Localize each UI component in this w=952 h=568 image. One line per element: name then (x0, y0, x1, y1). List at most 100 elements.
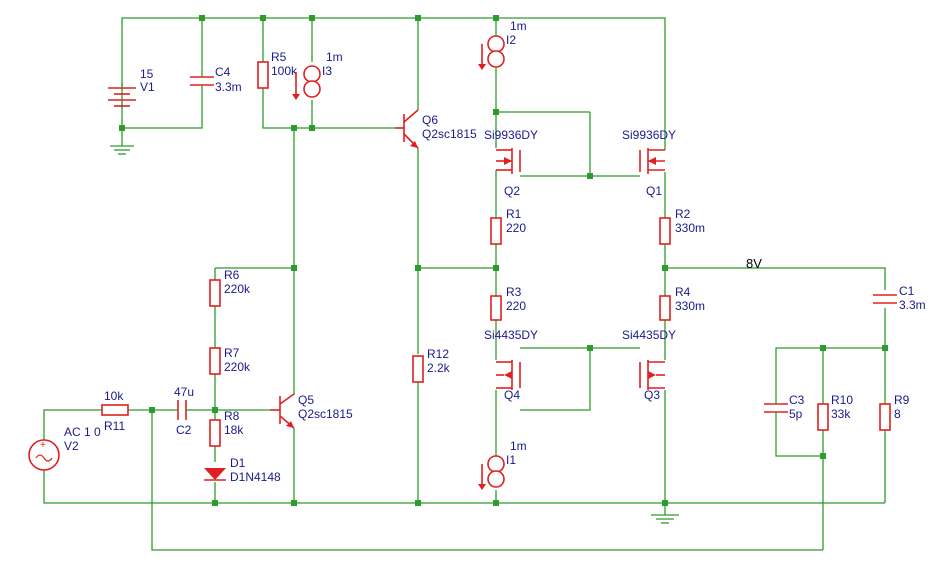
v1-value-label: 15 (140, 67, 154, 81)
c1-name-label: C1 (899, 284, 915, 298)
r6-name-label: R6 (224, 268, 240, 282)
r2-name-label: R2 (675, 207, 691, 221)
r2-value-label: 330m (675, 221, 705, 235)
wires (43, 17, 886, 551)
diode-d1[interactable] (204, 468, 226, 481)
v2-name-label: V2 (64, 439, 79, 453)
q2-name-label: Q2 (504, 184, 520, 198)
resistor-r8[interactable] (209, 419, 221, 447)
resistor-r7[interactable] (209, 347, 221, 375)
c3-name-label: C3 (789, 393, 805, 407)
resistor-r10[interactable] (817, 403, 829, 431)
r9-value-label: 8 (894, 407, 901, 421)
i1-name-label: I1 (506, 453, 516, 467)
current-source-i3[interactable] (292, 65, 321, 100)
q4-name-label: Q4 (504, 388, 520, 402)
r4-value-label: 330m (675, 299, 705, 313)
transistor-q5[interactable] (270, 393, 295, 429)
wire-ground-rail (43, 470, 885, 504)
q1-name-label: Q1 (646, 184, 662, 198)
wire-v1-c4-bottom (121, 90, 203, 129)
r9-name-label: R9 (894, 393, 910, 407)
c2-name-label: C2 (176, 423, 192, 437)
capacitor-c1[interactable] (873, 294, 897, 304)
mosfet-q4[interactable] (496, 360, 521, 390)
resistor-r12[interactable] (412, 355, 424, 383)
capacitor-c2[interactable] (172, 400, 192, 420)
resistor-r6[interactable] (209, 279, 221, 307)
r11-name-label: R11 (104, 419, 125, 433)
r11-value-label: 10k (104, 389, 124, 403)
r6-value-label: 220k (224, 282, 251, 296)
current-source-i2[interactable] (478, 35, 505, 70)
wire-top-rail (121, 17, 666, 150)
q6-name-label: Q6 (422, 113, 438, 127)
resistor-r3[interactable] (490, 295, 502, 321)
c4-name-label: C4 (215, 65, 231, 79)
wire-output (665, 267, 886, 290)
r7-name-label: R7 (224, 346, 240, 360)
q6-model-label: Q2sc1815 (422, 127, 477, 141)
ac-source-v2[interactable]: + (28, 439, 60, 471)
battery-v1[interactable] (108, 82, 136, 107)
r1-value-label: 220 (506, 221, 526, 235)
r8-name-label: R8 (224, 409, 240, 423)
r7-value-label: 220k (224, 360, 251, 374)
c3-value-label: 5p (789, 407, 803, 421)
q4-model-label: Si4435DY (484, 328, 538, 342)
r5-name-label: R5 (271, 50, 287, 64)
q3-name-label: Q3 (644, 388, 660, 402)
wire-r5-bottom (262, 88, 395, 129)
i2-value-label: 1m (510, 19, 527, 33)
wire-feedback-return (151, 410, 823, 551)
r10-name-label: R10 (831, 393, 853, 407)
r10-value-label: 33k (831, 407, 851, 421)
q1-model-label: Si9936DY (622, 128, 676, 142)
transistor-q6[interactable] (395, 109, 419, 149)
r3-name-label: R3 (506, 285, 522, 299)
resistor-r11[interactable] (101, 404, 129, 416)
q3-model-label: Si4435DY (622, 328, 676, 342)
ground-symbol-output (651, 514, 679, 524)
wire-c3-bottom (775, 420, 823, 457)
resistor-r5[interactable] (257, 61, 269, 89)
r1-name-label: R1 (506, 207, 522, 221)
q5-name-label: Q5 (298, 393, 314, 407)
resistor-r9[interactable] (879, 403, 891, 431)
i2-name-label: I2 (506, 33, 516, 47)
resistor-r1[interactable] (490, 217, 502, 245)
q2-model-label: Si9936DY (484, 128, 538, 142)
resistor-r2[interactable] (659, 217, 671, 245)
mosfet-q3[interactable] (639, 360, 665, 390)
r12-name-label: R12 (427, 347, 449, 361)
r4-name-label: R4 (675, 285, 691, 299)
i1-value-label: 1m (510, 439, 527, 453)
r8-value-label: 18k (224, 423, 244, 437)
mosfet-q1[interactable] (639, 148, 665, 174)
v1-name-label: V1 (140, 80, 155, 94)
ground-symbol-v1 (110, 128, 134, 155)
c1-value-label: 3.3m (899, 298, 926, 312)
wire-q4-q3-gates (520, 347, 591, 411)
resistor-r4[interactable] (659, 295, 671, 321)
mosfet-q2[interactable] (496, 148, 521, 174)
q5-model-label: Q2sc1815 (298, 407, 353, 421)
c2-value-label: 47u (174, 385, 194, 399)
c4-value-label: 3.3m (215, 80, 242, 94)
d1-name-label: D1 (230, 456, 246, 470)
r5-value-label: 100k (271, 64, 298, 78)
capacitor-c4[interactable] (190, 70, 214, 90)
r3-value-label: 220 (506, 299, 526, 313)
capacitor-c3[interactable] (764, 400, 788, 420)
svg-text:+: + (40, 440, 46, 451)
wire-v2-r11 (43, 409, 102, 440)
current-source-i1[interactable] (478, 455, 505, 490)
net-label-8v: 8V (746, 256, 762, 271)
d1-model-label: D1N4148 (230, 470, 281, 484)
r12-value-label: 2.2k (427, 361, 451, 375)
junctions (119, 15, 888, 506)
v2-value-label: AC 1 0 (64, 425, 101, 439)
wire-fb-top (775, 347, 885, 400)
